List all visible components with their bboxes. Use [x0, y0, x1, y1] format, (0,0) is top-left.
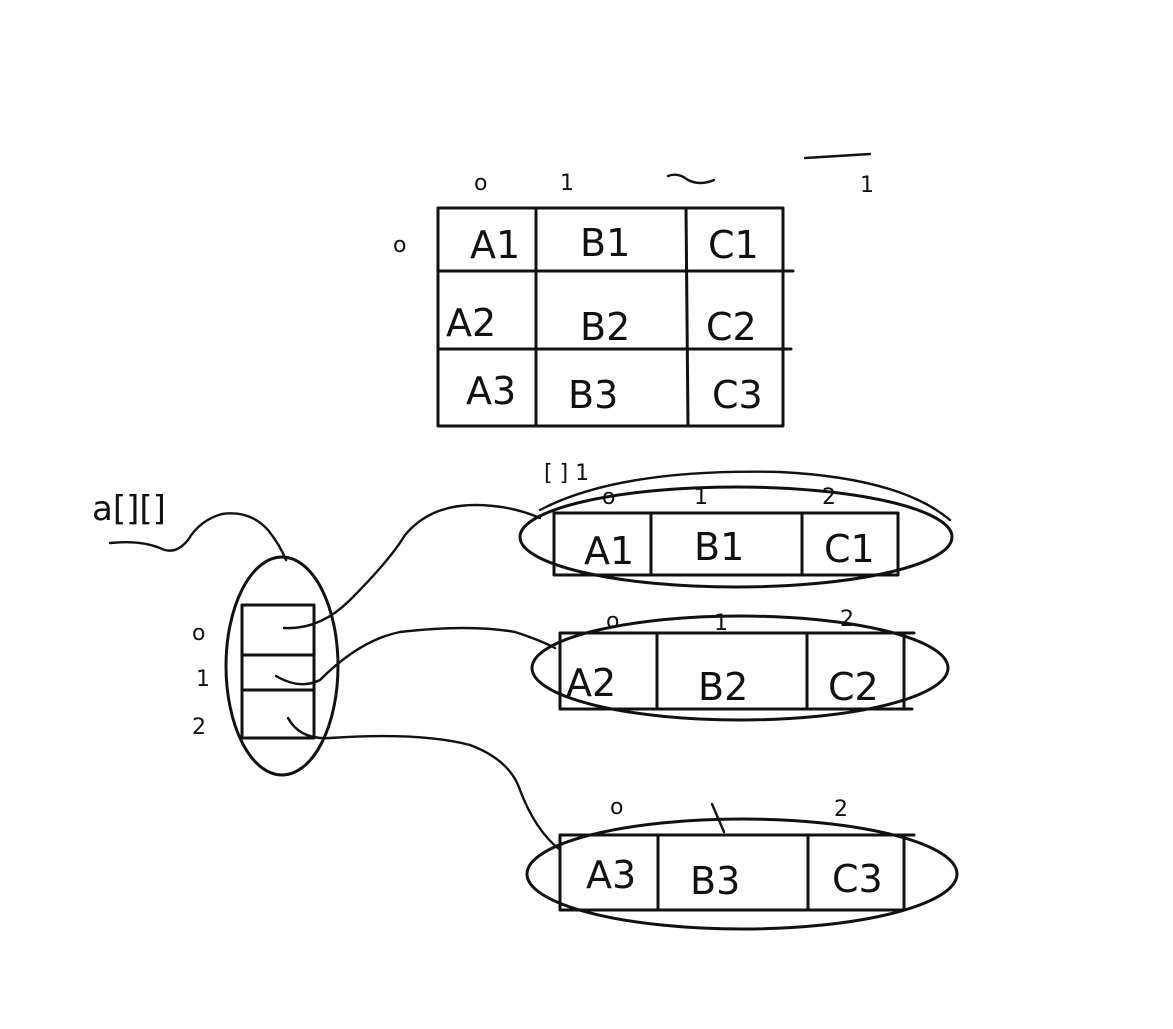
matrix: o 1 1 o A1 B1 C1 A2 B2 C2 A3 B3 C3 — [393, 152, 874, 428]
row-array-0: [ ] 1 o 1 2 A1 B1 C1 — [518, 461, 954, 589]
pointer-cell-2 — [240, 688, 316, 740]
pointer-array-ellipse — [224, 555, 340, 777]
row-array-2-cell-0: A3 — [586, 853, 636, 897]
row-array-1-cell-0: A2 — [566, 661, 616, 705]
matrix-col-index-1: 1 — [560, 171, 574, 196]
row-array-1-box — [558, 631, 906, 711]
connector-row-0 — [282, 503, 542, 630]
pointer-index-0: o — [192, 621, 205, 646]
connector-row-1 — [274, 626, 557, 686]
row-array-2-cell-1: B3 — [690, 859, 740, 903]
row-array-1-index-2: 2 — [840, 607, 854, 632]
row-array-1-index-1: 1 — [714, 611, 728, 636]
row-array-2-index-1-stroke — [710, 802, 726, 834]
array-label-underline — [108, 512, 288, 562]
matrix-overline-stroke — [803, 152, 872, 160]
row-array-0-extra-ellipse — [538, 470, 952, 522]
row-array-0-cell-2: C1 — [824, 527, 875, 571]
matrix-cell-a2: A2 — [446, 301, 496, 345]
matrix-cell-c2: C2 — [706, 305, 757, 349]
array-label: a[][] — [92, 489, 288, 562]
connector-row-2 — [286, 716, 562, 852]
pointer-array: o 1 2 — [192, 555, 340, 777]
row-array-1-index-0: o — [606, 609, 619, 634]
matrix-grid — [436, 206, 795, 428]
row-array-2: o 2 A3 B3 C3 — [525, 795, 959, 931]
row-array-1-ellipse — [530, 614, 950, 722]
matrix-cell-a3: A3 — [466, 369, 516, 413]
matrix-cell-b1: B1 — [580, 221, 630, 265]
row-array-2-index-0: o — [610, 795, 623, 820]
row-array-0-cell-1: B1 — [694, 525, 744, 569]
matrix-row-index-0: o — [393, 233, 406, 258]
pointer-index-1: 1 — [196, 667, 210, 692]
pointer-cell-0 — [240, 603, 316, 657]
connectors — [274, 503, 562, 852]
pointer-index-2: 2 — [192, 715, 206, 740]
row-array-1-cell-1: B2 — [698, 665, 748, 709]
matrix-cell-b2: B2 — [580, 305, 630, 349]
row-array-1: o 1 2 A2 B2 C2 — [530, 607, 950, 722]
array-label-text: a[][] — [92, 489, 166, 529]
matrix-cell-c1: C1 — [708, 223, 759, 267]
matrix-cell-b3: B3 — [568, 373, 618, 417]
row-array-0-ellipse — [518, 485, 954, 589]
row-array-0-index-0: o — [602, 485, 615, 510]
row-array-0-index-2: 2 — [822, 485, 836, 510]
row-array-2-cell-2: C3 — [832, 857, 883, 901]
matrix-cell-a1: A1 — [470, 223, 520, 267]
matrix-col-index-2-stroke — [666, 173, 716, 185]
row-array-0-box — [552, 511, 900, 577]
row-array-1-cell-2: C2 — [828, 665, 879, 709]
matrix-col-index-3: 1 — [860, 173, 874, 198]
row-array-0-cell-0: A1 — [584, 529, 634, 573]
matrix-col-index-0: o — [474, 171, 487, 196]
row-array-2-ellipse — [525, 817, 959, 931]
matrix-cell-c3: C3 — [712, 373, 763, 417]
row-array-0-label: [ ] 1 — [544, 461, 589, 486]
row-array-2-box — [558, 833, 906, 912]
row-array-2-index-2: 2 — [834, 797, 848, 822]
row-array-0-index-1: 1 — [694, 485, 708, 510]
